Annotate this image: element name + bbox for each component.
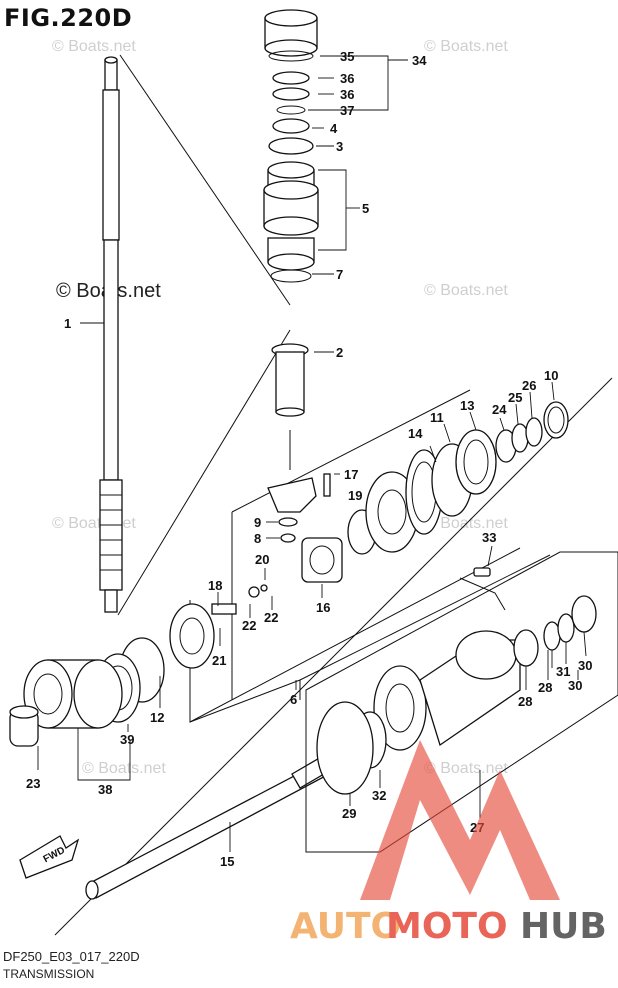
watermark: © Boats.net — [424, 282, 508, 299]
callout-30b: 30 — [568, 678, 582, 693]
upper-bearing-stack — [263, 9, 319, 283]
logo-mark-icon — [360, 740, 560, 900]
callout-38: 38 — [98, 782, 112, 797]
shim-stack — [431, 401, 569, 517]
callout-8: 8 — [254, 531, 261, 546]
callout-34: 34 — [412, 53, 427, 68]
callout-10: 10 — [544, 368, 558, 383]
callout-33: 33 — [482, 530, 496, 545]
watermark: © Boats.net — [82, 760, 166, 777]
guide-lines — [54, 54, 613, 936]
reverse-gear — [169, 584, 268, 669]
callout-5: 5 — [362, 201, 369, 216]
callout-20: 20 — [255, 552, 269, 567]
leader-lines — [37, 55, 587, 852]
fwd-arrow: FWD — [19, 835, 80, 879]
callout-30a: 30 — [578, 658, 592, 673]
callout-31: 31 — [556, 664, 570, 679]
callout-28b: 28 — [538, 680, 552, 695]
callout-22b: 22 — [264, 610, 278, 625]
callout-37: 37 — [340, 103, 354, 118]
callout-19: 19 — [348, 488, 362, 503]
figure-title: FIG.220D — [4, 4, 133, 32]
callout-32: 32 — [372, 788, 386, 803]
watermark: © Boats.net — [52, 38, 136, 55]
clutch-dog — [301, 537, 343, 583]
callout-7: 7 — [336, 267, 343, 282]
callout-35: 35 — [340, 49, 354, 64]
callouts: 1 2 3 4 5 6 7 8 9 10 11 12 13 14 15 16 1… — [26, 49, 592, 869]
callout-39: 39 — [120, 732, 134, 747]
logo-text-auto: AUTO — [290, 906, 401, 947]
callout-4: 4 — [330, 121, 338, 136]
logo-text-moto: MOTO — [386, 906, 508, 947]
watermark: © Boats.net — [424, 760, 508, 777]
callout-2: 2 — [336, 345, 343, 360]
callout-36a: 36 — [340, 71, 354, 86]
callout-26: 26 — [522, 378, 536, 393]
callout-9: 9 — [254, 515, 261, 530]
callout-13: 13 — [460, 398, 474, 413]
callout-25: 25 — [508, 390, 522, 405]
drive-shaft — [99, 56, 123, 613]
callout-6: 6 — [290, 692, 297, 707]
callout-21: 21 — [212, 653, 226, 668]
callout-15: 15 — [220, 854, 234, 869]
callout-28a: 28 — [518, 694, 532, 709]
callout-1: 1 — [64, 316, 71, 331]
callout-18: 18 — [208, 578, 222, 593]
reverse-bearing — [9, 637, 165, 747]
callout-16: 16 — [316, 600, 330, 615]
callout-12: 12 — [150, 710, 164, 725]
sleeve — [271, 343, 309, 417]
pinion-gear — [267, 473, 331, 543]
callout-11: 11 — [430, 410, 444, 425]
callout-22a: 22 — [242, 618, 256, 633]
callout-3: 3 — [336, 139, 343, 154]
callout-36b: 36 — [340, 87, 354, 102]
callout-24: 24 — [492, 402, 507, 417]
bearing-housing — [305, 551, 618, 853]
automotohub-logo: AUTO MOTO HUB — [290, 740, 607, 947]
callout-17: 17 — [344, 467, 358, 482]
figure-name: TRANSMISSION — [3, 967, 95, 981]
figure-code: DF250_E03_017_220D — [3, 949, 140, 964]
callout-14: 14 — [408, 426, 423, 441]
logo-text-hub: HUB — [520, 906, 607, 947]
callout-29: 29 — [342, 806, 356, 821]
watermark: © Boats.net — [424, 38, 508, 55]
callout-23: 23 — [26, 776, 40, 791]
propeller-shaft — [85, 745, 349, 900]
